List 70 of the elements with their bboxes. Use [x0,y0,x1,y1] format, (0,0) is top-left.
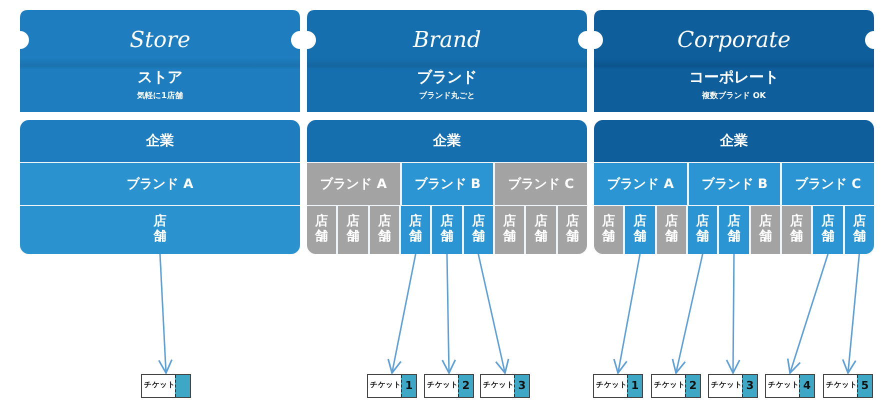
plan-card [20,10,300,112]
script-title: Store [128,27,192,55]
arrow [158,254,173,374]
brand-cell: ブランド A [594,163,687,205]
store-cell: 店舗 [400,206,430,254]
ticket [141,374,191,398]
brand-cell: ブランド C [782,163,874,205]
ticket-stub: 1 [627,375,642,397]
store-cell: 店舗 [20,206,300,254]
store-cell: 店舗 [656,206,686,254]
store-cell: 店舗 [558,206,587,254]
arrow [842,254,860,374]
plan-card [594,10,874,112]
arrow [726,254,740,374]
ticket-stub: 1 [401,375,416,397]
store-cell: 店舗 [526,206,556,254]
arrow [387,254,416,374]
company-panel [20,120,300,254]
arrow [786,254,829,374]
ticket [593,374,643,398]
script-title: Brand [412,27,482,55]
ticket-stub: 3 [514,375,529,397]
ticket [480,374,530,398]
script-title: Corporate [676,27,792,55]
brand-cell: ブランド A [20,163,300,205]
company-panel [307,120,587,254]
arrow [441,254,456,374]
ticket [765,374,815,398]
store-cell: 店舗 [370,206,399,254]
company-label: 企業 [432,132,462,151]
arrow [672,254,704,374]
plan-name: ストア [136,68,184,87]
ticket [823,374,873,398]
brand-cell: ブランド B [689,163,780,205]
store-cell: 店舗 [432,206,462,254]
store-cell: 店舗 [338,206,368,254]
ticket-stub: 3 [742,375,757,397]
brand-cell: ブランド A [307,163,400,205]
arrow [478,254,510,374]
plan-subtitle: 複数ブランド OK [700,90,767,101]
store-cell: 店舗 [594,206,624,254]
company-panel [594,120,874,254]
brand-cell: ブランド C [495,163,587,205]
company-label: 企業 [144,132,175,151]
store-cell: 店舗 [813,206,843,254]
store-cell: 店舗 [494,206,524,254]
ticket-stub: 2 [458,375,473,397]
plan-name: ブランド [416,68,478,87]
store-cell: 店舗 [719,206,749,254]
ticket-stub: 4 [799,375,814,397]
store-cell: 店舗 [750,206,780,254]
ticket [708,374,758,398]
company-label: 企業 [718,132,749,151]
store-cell: 店舗 [782,206,812,254]
ticket [424,374,474,398]
arrow [613,254,641,374]
ticket [651,374,701,398]
ticket [367,374,417,398]
ticket-stub: 5 [857,375,872,397]
plan-subtitle: ブランド丸ごと [418,90,476,101]
store-cell: 店舗 [625,206,655,254]
store-cell: 店舗 [688,206,718,254]
store-cell: 店舗 [844,206,874,254]
ticket-stub: 2 [685,375,700,397]
brand-cell: ブランド B [402,163,493,205]
plan-card [307,10,587,112]
store-cell: 店舗 [464,206,493,254]
plan-subtitle: 気軽に1店舗 [136,90,184,101]
store-cell: 店舗 [307,206,336,254]
plan-name: コーポレート [688,68,780,87]
